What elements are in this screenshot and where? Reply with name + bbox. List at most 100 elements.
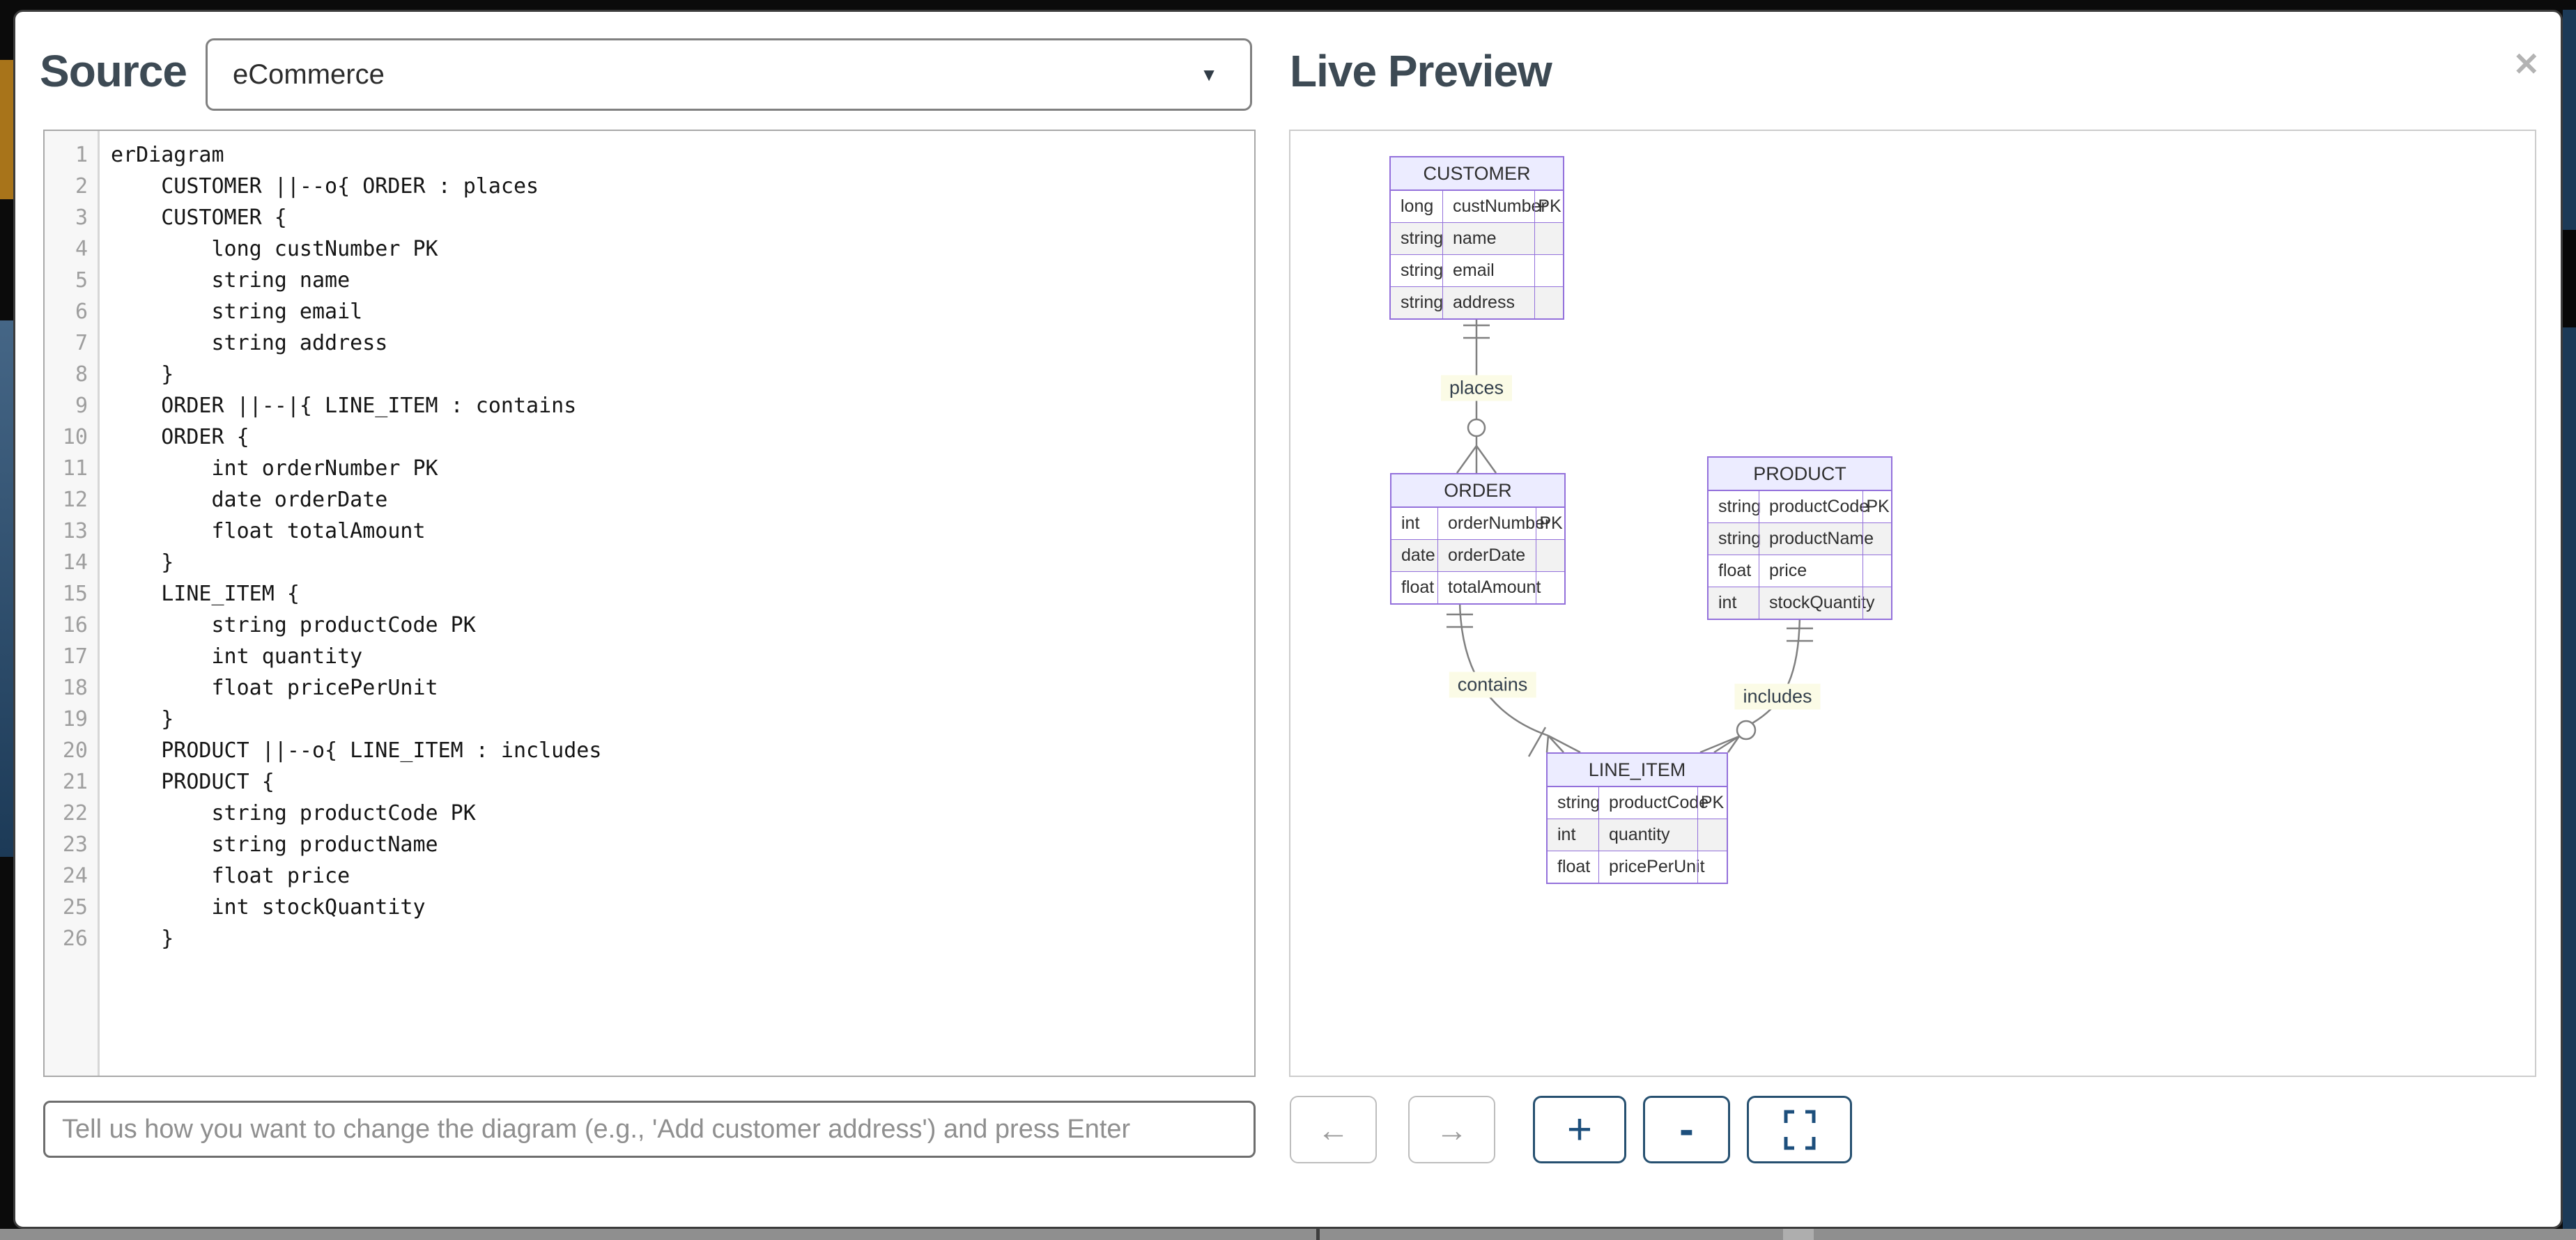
code-text: float price [111, 864, 350, 888]
entity-order-title: ORDER [1391, 474, 1564, 508]
entity-attribute-row: long custNumber PK [1391, 191, 1563, 222]
code-line: 22 string productCode PK [45, 798, 1254, 829]
attr-key: PK [1534, 191, 1564, 222]
line-number: 17 [62, 644, 88, 669]
attr-type: int [1401, 513, 1420, 533]
entity-attribute-row: string email [1391, 254, 1563, 286]
attr-key [1534, 287, 1564, 318]
backdrop-top-bar [0, 0, 2576, 10]
entity-line-item-title: LINE_ITEM [1548, 754, 1727, 787]
code-text: string address [111, 331, 388, 355]
attr-key [1536, 540, 1566, 571]
source-label: Source [40, 46, 187, 96]
backdrop-right-strip [2563, 10, 2576, 1229]
attr-key [1697, 819, 1727, 851]
zoom-out-button[interactable]: - [1643, 1096, 1730, 1163]
backdrop-bottom-segment [1783, 1229, 1814, 1240]
entity-attribute-row: int stockQuantity [1709, 587, 1891, 619]
attr-key [1534, 255, 1564, 286]
backdrop-left-strip [0, 10, 13, 1229]
code-text: ORDER { [111, 425, 249, 449]
entity-product-title: PRODUCT [1709, 458, 1891, 491]
attr-name: productName [1759, 523, 1874, 555]
line-number: 3 [75, 206, 88, 230]
attr-type: int [1557, 825, 1576, 844]
chevron-down-icon: ▼ [1200, 63, 1218, 85]
attr-name: quantity [1598, 819, 1697, 851]
code-text: float pricePerUnit [111, 676, 438, 700]
fullscreen-button[interactable] [1747, 1096, 1852, 1163]
code-line: 11 int orderNumber PK [45, 453, 1254, 484]
attr-key [1862, 587, 1892, 619]
code-text: int orderNumber PK [111, 456, 438, 481]
close-button[interactable]: ✕ [2510, 45, 2543, 83]
code-text: CUSTOMER ||--o{ ORDER : places [111, 174, 539, 199]
line-number: 18 [62, 676, 88, 700]
code-text: } [111, 362, 174, 387]
attr-key: PK [1862, 491, 1892, 522]
code-line: 17 int quantity [45, 641, 1254, 672]
relationship-label-contains: contains [1449, 672, 1536, 698]
diagram-canvas[interactable]: places contains includes CUSTOMER long c… [1289, 130, 2536, 1077]
zoom-in-button[interactable]: + [1533, 1096, 1626, 1163]
line-number: 9 [75, 394, 88, 418]
prompt-input[interactable] [43, 1101, 1256, 1158]
attr-key [1534, 223, 1564, 254]
attr-name: orderDate [1437, 540, 1536, 571]
history-forward-button[interactable]: → [1408, 1096, 1495, 1163]
attr-type: float [1718, 561, 1752, 580]
source-select[interactable]: eCommerce ▼ [206, 38, 1252, 111]
attr-type: float [1557, 857, 1591, 876]
code-line: 5 string name [45, 265, 1254, 296]
attr-type: date [1401, 545, 1435, 565]
preview-title: Live Preview [1290, 46, 1552, 96]
attr-key [1862, 523, 1892, 555]
line-number: 22 [62, 801, 88, 826]
code-text: erDiagram [111, 143, 224, 167]
line-number: 20 [62, 738, 88, 763]
code-line: 21 PRODUCT { [45, 766, 1254, 798]
line-number: 12 [62, 488, 88, 512]
backdrop-gold-block [0, 60, 13, 199]
attr-name: totalAmount [1437, 572, 1541, 603]
attr-name: custNumber [1442, 191, 1547, 222]
line-number: 7 [75, 331, 88, 355]
line-number: 4 [75, 237, 88, 261]
entity-attribute-row: int orderNumber PK [1391, 508, 1564, 539]
attr-type: float [1401, 578, 1435, 597]
code-editor[interactable]: 1 erDiagram 2 CUSTOMER ||--o{ ORDER : pl… [43, 130, 1256, 1077]
attr-name: pricePerUnit [1598, 851, 1705, 883]
plus-icon: + [1566, 1106, 1593, 1154]
history-back-button[interactable]: ← [1290, 1096, 1377, 1163]
entity-customer-title: CUSTOMER [1391, 157, 1563, 191]
code-text: string email [111, 300, 363, 324]
line-number: 8 [75, 362, 88, 387]
code-text: int quantity [111, 644, 363, 669]
code-text: LINE_ITEM { [111, 582, 300, 606]
code-text: PRODUCT { [111, 770, 275, 794]
code-line: 19 } [45, 704, 1254, 735]
backdrop-black-block [2563, 230, 2576, 327]
code-line: 14 } [45, 547, 1254, 578]
attr-type: string [1557, 793, 1601, 812]
code-line: 13 float totalAmount [45, 516, 1254, 547]
entity-product: PRODUCT string productCode PK string pro… [1707, 456, 1892, 620]
entity-attribute-row: string address [1391, 286, 1563, 318]
line-number: 16 [62, 613, 88, 637]
line-number: 21 [62, 770, 88, 794]
code-text: string name [111, 268, 350, 293]
code-text: } [111, 927, 174, 951]
entity-product-rows: string productCode PK string productName… [1709, 491, 1891, 619]
attr-key: PK [1536, 508, 1566, 539]
line-number: 2 [75, 174, 88, 199]
entity-attribute-row: string name [1391, 222, 1563, 254]
code-line: 9 ORDER ||--|{ LINE_ITEM : contains [45, 390, 1254, 421]
code-text: float totalAmount [111, 519, 426, 543]
relationship-lines-svg [1447, 313, 1813, 757]
code-line: 12 date orderDate [45, 484, 1254, 516]
line-number: 10 [62, 425, 88, 449]
code-text: string productCode PK [111, 801, 476, 826]
entity-attribute-row: float pricePerUnit [1548, 851, 1727, 883]
entity-attribute-row: float totalAmount [1391, 571, 1564, 603]
line-number: 1 [75, 143, 88, 167]
